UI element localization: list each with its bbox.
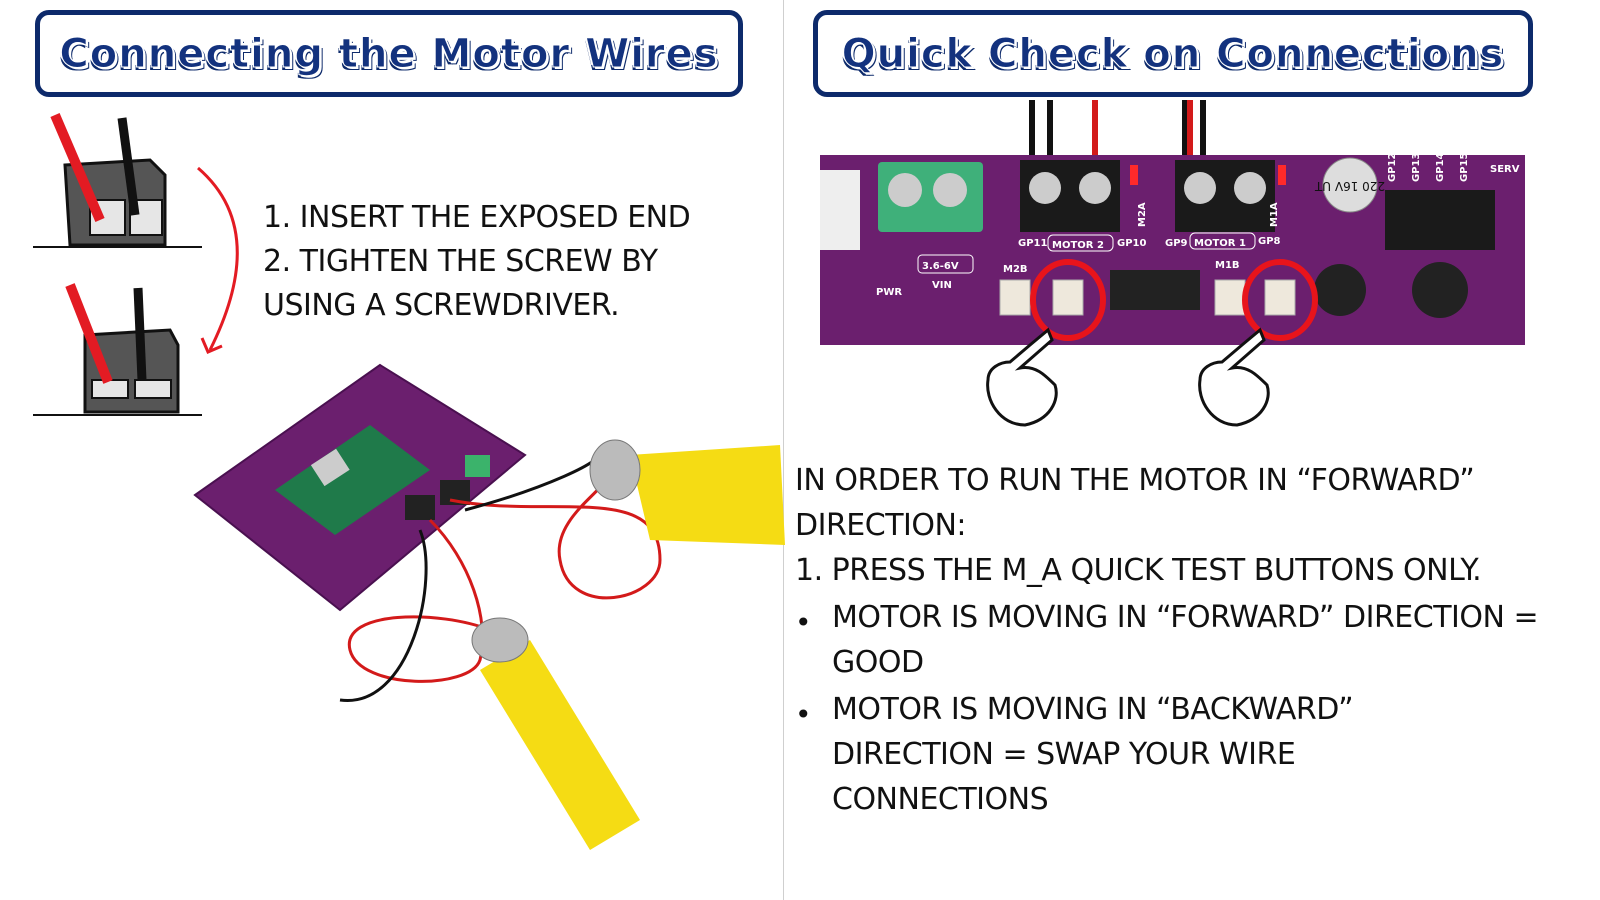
bullet-backward-text: Motor is moving in “backward” direction … <box>832 692 1354 817</box>
label-m2a: M2A <box>1137 202 1148 227</box>
label-m1b: M1B <box>1215 260 1240 271</box>
pointing-hand-icon <box>986 327 1058 427</box>
terminal-open <box>33 113 202 248</box>
label-gp8: GP8 <box>1258 236 1281 247</box>
panel-divider <box>783 0 784 900</box>
intro-line-2: direction: <box>795 508 967 543</box>
right-title-box: Quick Check on Connections <box>813 10 1533 97</box>
label-gp12: GP12 <box>1387 153 1398 182</box>
label-motor2: MOTOR 2 <box>1052 240 1104 251</box>
label-m1a: M1A <box>1269 202 1280 227</box>
motor-bottom <box>471 617 640 850</box>
terminal-illustration <box>33 113 239 416</box>
step-2-cont: using a screwdriver. <box>263 288 620 323</box>
red-wire <box>449 458 662 600</box>
label-gp13: GP13 <box>1411 153 1422 182</box>
left-title-box: Connecting the Motor Wires <box>35 10 743 97</box>
label-gp15: GP15 <box>1459 153 1470 182</box>
bullet-backward: • Motor is moving in “backward” directio… <box>795 687 1595 822</box>
label-vin: VIN <box>932 280 952 291</box>
motor-top <box>589 439 785 545</box>
highlight-m2a <box>1030 259 1106 341</box>
bullet-forward-text: Motor is moving in “Forward” direction =… <box>832 600 1539 680</box>
step-2: 2. Tighten the screw by <box>263 244 658 279</box>
step-press-ma: 1. Press the M_A quick test buttons only… <box>795 553 1482 588</box>
highlight-m1a <box>1242 259 1318 341</box>
intro-line-1: In order to run the motor in “Forward” <box>795 463 1475 498</box>
label-m2b: M2B <box>1003 264 1028 275</box>
label-gp11: GP11 <box>1018 238 1047 249</box>
pico-board <box>275 425 430 535</box>
label-gp10: GP10 <box>1117 238 1146 249</box>
label-voltage: 3.6-6V <box>922 261 959 272</box>
insert-steps: 1. Insert the exposed end 2. Tighten the… <box>263 196 691 328</box>
forward-instructions: In order to run the motor in “Forward” d… <box>795 458 1595 822</box>
step-1: 1. Insert the exposed end <box>263 200 691 235</box>
board-with-motors-photo <box>193 363 785 850</box>
label-gp9: GP9 <box>1165 238 1188 249</box>
board-closeup-photo: 220 16V UT GP12 GP13 GP14 GP15 SERV GP11… <box>820 100 1525 427</box>
cap-label: 220 16V UT <box>1314 179 1385 193</box>
terminal-tightened <box>33 283 202 416</box>
bullet-forward: • Motor is moving in “Forward” direction… <box>795 595 1595 685</box>
pointing-hand-icon <box>1198 327 1270 427</box>
bullet-dot: • <box>795 606 812 639</box>
curved-arrow <box>197 166 239 351</box>
label-gp14: GP14 <box>1435 153 1446 182</box>
left-title: Connecting the Motor Wires <box>59 30 719 77</box>
label-servo: SERV <box>1490 164 1520 175</box>
right-title: Quick Check on Connections <box>841 30 1505 77</box>
label-pwr: PWR <box>876 287 902 298</box>
bullet-dot: • <box>795 698 812 731</box>
label-motor1: MOTOR 1 <box>1194 238 1246 249</box>
